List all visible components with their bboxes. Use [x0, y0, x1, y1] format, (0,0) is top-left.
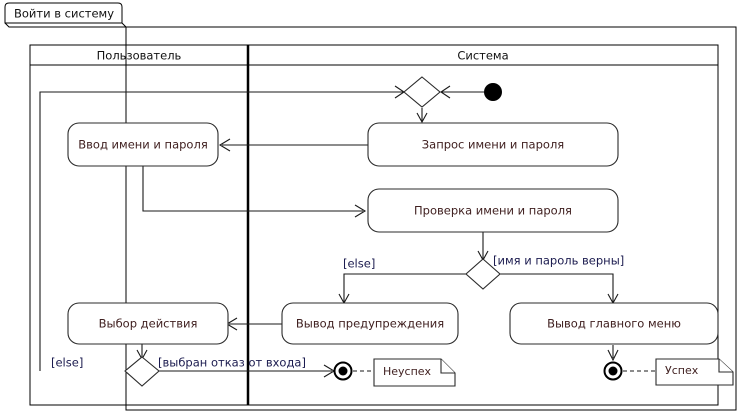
arrowhead-mainmenu-to-final: [607, 349, 619, 362]
flow-loopback-to-merge: [39, 91, 403, 371]
activity-label-request-credentials: Запрос имени и пароля: [422, 138, 564, 152]
decision-action: [124, 356, 160, 387]
final-node-success: [603, 361, 623, 381]
guard-label-else-action: [else]: [51, 356, 83, 370]
arrowhead-merge-to-request: [416, 112, 428, 124]
diagram-frame: [4, 2, 737, 411]
activity-label-choose-action: Выбор действия: [99, 317, 198, 331]
note-success: Успех: [655, 358, 734, 386]
lane-header-user: Пользователь: [97, 49, 182, 63]
lane-header-system: Система: [457, 49, 508, 63]
control-flows: [39, 85, 656, 378]
activity-node-show-warning[interactable]: Вывод предупреждения: [281, 302, 459, 345]
guard-label-credentials-valid: [имя и пароль верны]: [493, 254, 624, 268]
arrowhead-initial-to-merge: [440, 85, 451, 99]
swimlane-frame: [29, 44, 719, 406]
merge-node: [403, 76, 441, 108]
activity-label-show-warning: Вывод предупреждения: [296, 317, 444, 331]
flow-decision-valid-to-mainmenu: [499, 273, 614, 302]
guard-label-else-credentials: [else]: [343, 257, 375, 271]
diagram-title: Войти в систему: [14, 7, 114, 21]
arrowhead-request-to-input: [218, 138, 231, 152]
note-failure: Неуспех: [373, 358, 456, 387]
activity-label-check-credentials: Проверка имени и пароля: [414, 204, 572, 218]
flow-input-to-check: [142, 166, 363, 212]
activity-node-check-credentials[interactable]: Проверка имени и пароля: [367, 188, 619, 233]
final-node-failure: [333, 361, 353, 381]
note-label-success: Успех: [665, 364, 699, 377]
activity-label-show-main-menu: Вывод главного меню: [547, 317, 681, 331]
guard-label-login-cancelled: [выбран отказ от входа]: [158, 356, 306, 370]
activity-label-input-credentials: Ввод имени и пароля: [78, 138, 207, 152]
activity-node-show-main-menu[interactable]: Вывод главного меню: [509, 302, 719, 345]
activity-node-request-credentials[interactable]: Запрос имени и пароля: [367, 122, 619, 167]
arrowhead-input-to-check: [354, 204, 367, 218]
activity-node-choose-action[interactable]: Выбор действия: [67, 302, 229, 345]
initial-node: [484, 83, 502, 101]
note-label-failure: Неуспех: [383, 365, 432, 378]
decision-credentials: [465, 258, 501, 290]
flow-decision-else-to-warning: [343, 273, 467, 302]
activity-node-input-credentials[interactable]: Ввод имени и пароля: [67, 122, 219, 167]
